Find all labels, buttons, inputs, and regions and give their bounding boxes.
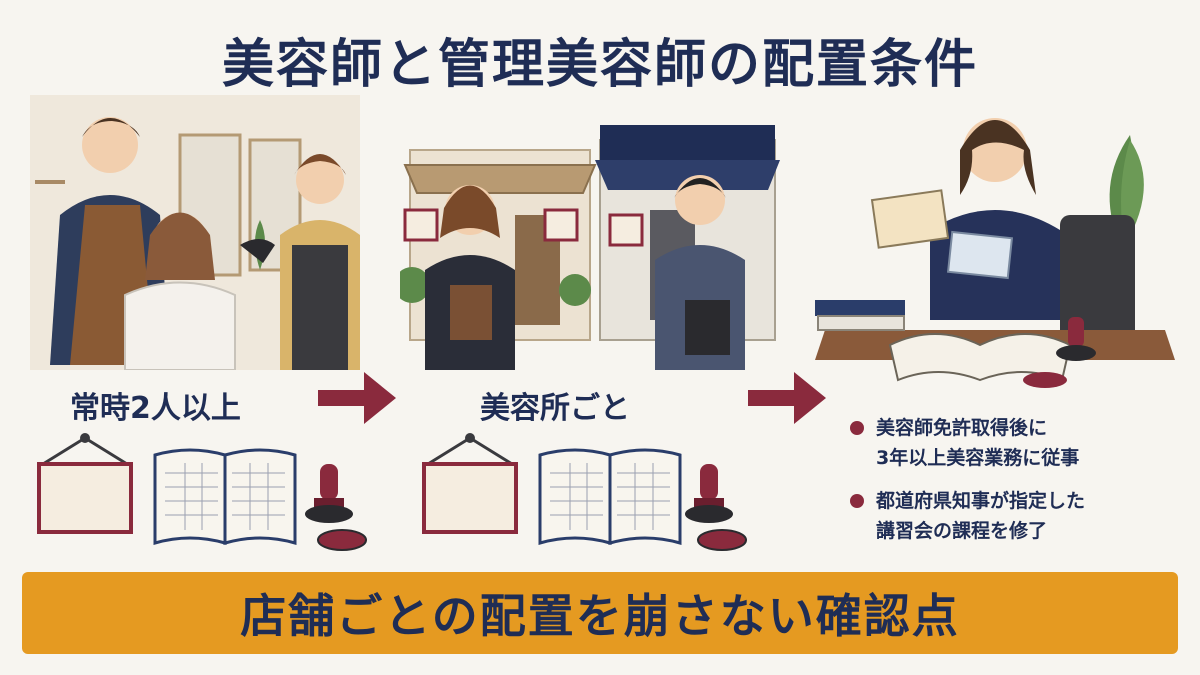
condition-line: 都道府県知事が指定した <box>876 490 1086 512</box>
stamp-icon <box>305 464 367 551</box>
bullet-icon <box>850 494 864 508</box>
ledger-book-icon <box>153 448 297 545</box>
condition-line: 3年以上美容業務に従事 <box>876 447 1080 469</box>
condition-item: 都道府県知事が指定した 講習会の課程を修了 <box>850 486 1085 546</box>
page-title: 美容師と管理美容師の配置条件 <box>221 35 978 95</box>
summary-banner: 店舗ごとの配置を崩さない確認点 <box>22 572 1178 654</box>
condition-item: 美容師免許取得後に 3年以上美容業務に従事 <box>850 413 1079 473</box>
signboard-icon <box>37 433 133 534</box>
arrow-right-icon <box>318 372 396 424</box>
step-label-each-salon: 美容所ごと <box>480 391 630 426</box>
ledger-book-icon <box>538 448 682 545</box>
bullet-icon <box>850 421 864 435</box>
manager-illustration <box>815 118 1175 388</box>
storefront-illustration <box>400 125 780 370</box>
arrow-right-icon <box>748 372 826 424</box>
condition-line: 講習会の課程を修了 <box>876 520 1048 542</box>
salon-illustration <box>30 95 360 370</box>
step-label-always-two: 常時2人以上 <box>70 391 241 426</box>
stamp-icon <box>685 464 747 551</box>
condition-line: 美容師免許取得後に <box>876 417 1048 439</box>
signboard-icon <box>422 433 518 534</box>
banner-text: 店舗ごとの配置を崩さない確認点 <box>240 589 960 643</box>
